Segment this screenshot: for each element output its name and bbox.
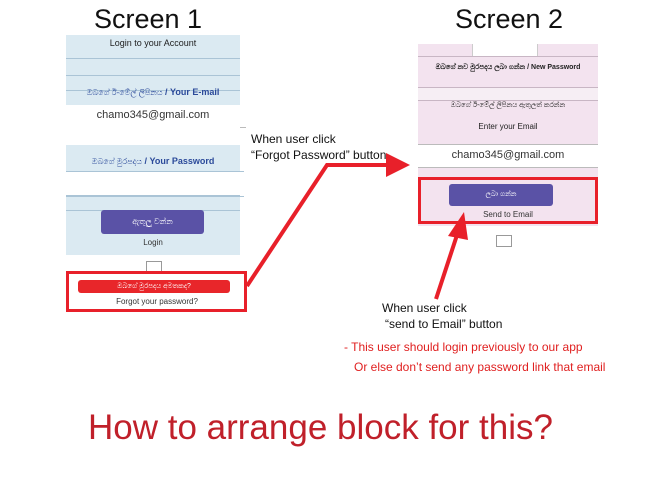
send-arrow-head <box>448 212 468 240</box>
screen2-email-input[interactable]: chamo345@gmail.com <box>418 144 598 168</box>
login-button[interactable]: ඇතුලු වන්න <box>101 210 204 234</box>
forgot-arrow-line <box>245 163 388 288</box>
screen1-password-input[interactable] <box>66 171 244 197</box>
email-label-si: ඔබගේ ඊ-මේල් ලිපිනය <box>86 88 163 97</box>
screen2-divider <box>418 56 598 57</box>
login-caption: Login <box>143 238 163 247</box>
send-note-line1: When user click <box>382 301 467 315</box>
condition-line2: Or else don’t send any password link tha… <box>354 360 606 374</box>
enter-email-en: Enter your Email <box>478 122 538 131</box>
password-label-si: ඔබගේ මුරපදය <box>91 157 142 166</box>
screen2-email-value: chamo345@gmail.com <box>451 149 565 161</box>
screen2-new-password-input[interactable] <box>418 87 598 101</box>
forgot-highlight-box <box>66 271 247 312</box>
send-note-line2: “send to Email” button <box>385 317 503 331</box>
new-password-label: ඔබගේ නව මුරපදය ලබා ගන්න / New Password <box>435 64 581 71</box>
send-caption: Send to Email <box>483 210 533 219</box>
send-note: When user click “send to Email” button <box>382 300 502 332</box>
screen1-divider <box>66 58 240 76</box>
screen1-email-label: ඔබගේ ඊ-මේල් ලිපිනය / Your E-mail <box>66 82 240 100</box>
screen1-header: Login to your Account <box>109 38 197 48</box>
screen1-panel: Login to your Account ඔබගේ ඊ-මේල් ලිපිනය… <box>66 35 246 315</box>
question-heading: How to arrange block for this? <box>88 408 553 447</box>
screen2-title: Screen 2 <box>455 4 564 34</box>
forgot-note-line2: “Forgot Password” button <box>251 148 387 162</box>
forgot-note-line1: When user click <box>251 132 336 146</box>
email-label-en: / Your E-mail <box>162 87 220 97</box>
condition-line1: - This user should login previously to o… <box>344 340 583 354</box>
enter-email-si: ඔබගේ ඊ-මේල් ලිපිනය ඇතුලත් කරන්න <box>450 102 566 109</box>
screen2-panel: ඔබගේ නව මුරපදය ලබා ගන්න / New Password ඔ… <box>418 44 598 250</box>
screen1-password-label: ඔබගේ මුරපදය / Your Password <box>66 151 240 169</box>
send-arrow-line <box>434 231 460 300</box>
forgot-password-caption: Forgot your password? <box>116 297 198 306</box>
screen1-spacer <box>66 127 240 145</box>
screen1-title: Screen 1 <box>94 4 203 34</box>
screen1-email-value: chamo345@gmail.com <box>96 109 210 121</box>
forgot-arrow-head <box>386 153 410 177</box>
password-label-en: / Your Password <box>141 156 215 166</box>
send-button[interactable]: ලබා ගන්න <box>449 184 553 206</box>
checkbox-icon[interactable] <box>496 235 512 247</box>
forgot-note: When user click “Forgot Password” button <box>251 131 386 163</box>
send-highlight-box <box>418 177 598 224</box>
forgot-password-button[interactable]: ඔබගේ මුරපදය අමතකද? <box>78 280 230 293</box>
